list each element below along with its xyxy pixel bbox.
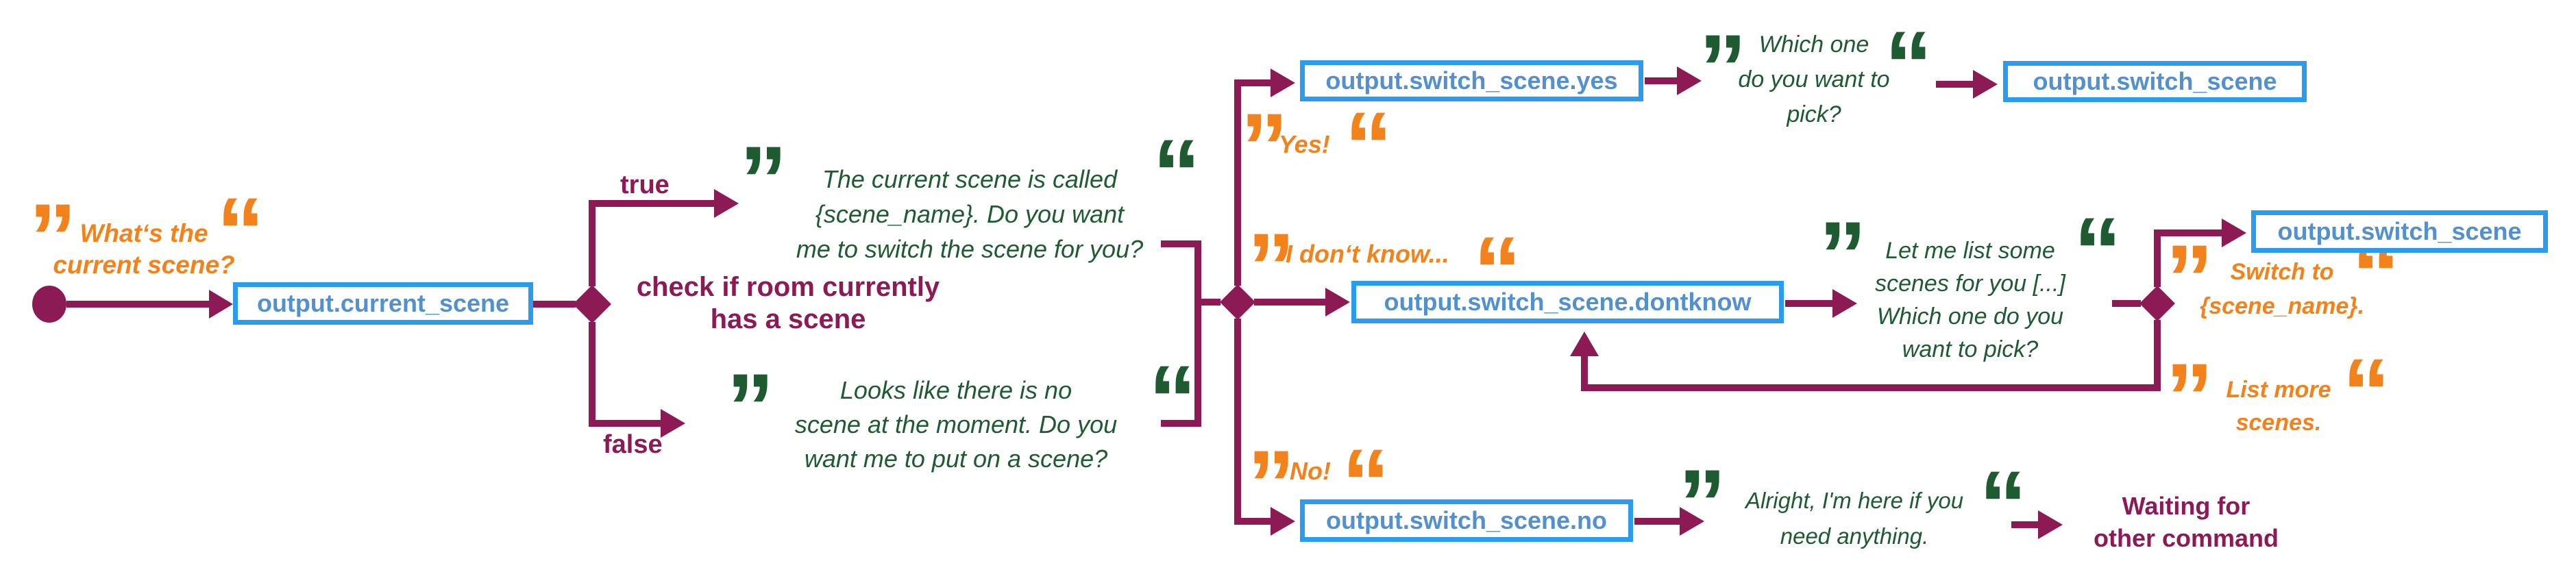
label-condition: check if room currently has a scene <box>636 272 940 334</box>
node-output-switch-scene-right: output.switch_scene <box>2251 210 2548 253</box>
decision-diamond-user-answer <box>1220 284 1255 320</box>
bot-response-which-one: Which one do you want to pick? <box>1738 32 1890 127</box>
decision-diamond-room-has-scene <box>573 285 611 323</box>
label-waiting-for-other-command: Waiting for other command <box>2093 492 2279 552</box>
label-true: true <box>620 171 670 199</box>
arrow-dontknow-branch <box>1254 288 1350 316</box>
user-utterance-whats-current-scene: What‘s the current scene? <box>53 219 235 279</box>
label-false: false <box>603 430 663 459</box>
bot-response-no-scene: Looks like there is no scene at the mome… <box>794 376 1118 473</box>
user-utterance-no: No! <box>1290 457 1331 485</box>
decision-diamond-pick-answer <box>2139 286 2175 321</box>
bot-response-current-scene-called: The current scene is called {scene_name}… <box>796 165 1144 263</box>
arrow-yes-branch <box>1234 69 1295 286</box>
user-utterance-dont-know: I don‘t know... <box>1286 240 1449 268</box>
arrow-to-waiting <box>2011 510 2063 539</box>
arrow-dontknow-to-list <box>1785 289 1857 318</box>
node-output-current-scene: output.current_scene <box>233 282 533 325</box>
arrow-no-to-alright <box>1634 507 1704 536</box>
arrow-list-more-loop <box>1570 320 2161 391</box>
node-output-switch-scene-yes: output.switch_scene.yes <box>1300 60 1643 101</box>
node-output-switch-scene-top: output.switch_scene <box>2003 61 2307 102</box>
arrow-false-branch <box>589 322 685 438</box>
user-utterance-list-more: List more scenes. <box>2226 377 2331 436</box>
user-utterance-yes: Yes! <box>1279 130 1330 158</box>
arrow-question-to-switch-scene-top <box>1936 70 1998 99</box>
arrow-switch-to-scene <box>2154 219 2246 287</box>
arrow-start-to-current-scene <box>66 290 233 319</box>
start-node <box>32 286 66 323</box>
arrow-yes-to-question <box>1645 66 1702 95</box>
user-utterance-switch-to: Switch to {scene_name}. <box>2199 259 2365 319</box>
bot-response-alright: Alright, I'm here if you need anything. <box>1745 488 1964 549</box>
node-output-switch-scene-dontknow: output.switch_scene.dontknow <box>1351 281 1784 323</box>
arrow-no-branch <box>1234 319 1295 536</box>
node-output-switch-scene-no: output.switch_scene.no <box>1300 499 1633 542</box>
bot-response-list-some: Let me list some scenes for you [...] Wh… <box>1875 238 2065 362</box>
merge-lines-to-decision-2 <box>1161 240 1220 427</box>
arrow-true-branch <box>589 189 739 286</box>
